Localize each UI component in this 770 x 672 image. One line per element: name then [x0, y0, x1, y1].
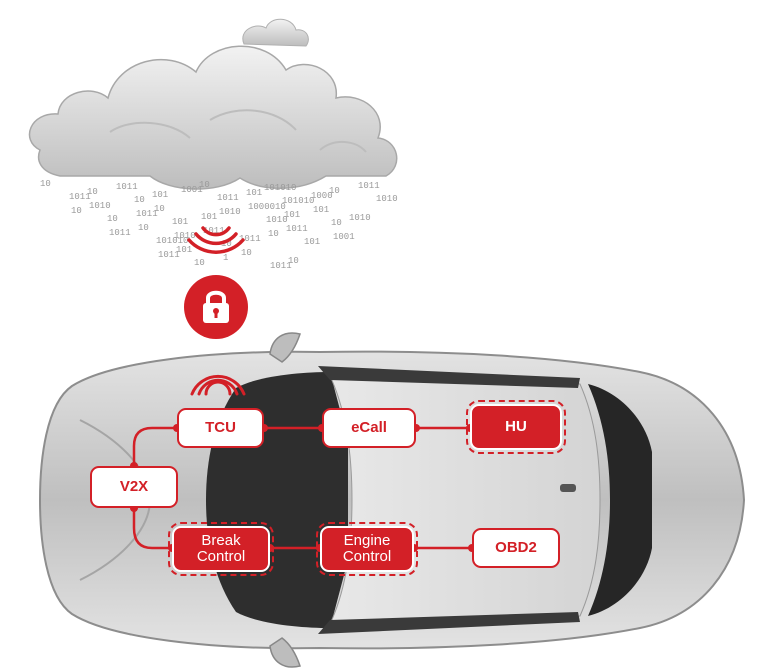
connection-lines	[132, 426, 472, 550]
tcu-signal-icon	[190, 374, 246, 396]
binary-digit-text: 101010	[156, 236, 188, 246]
binary-digit-text: 1010	[219, 207, 241, 217]
v2x-node: V2X	[90, 466, 178, 508]
wifi-signal-icon	[187, 226, 245, 254]
binary-digit-text: 10	[154, 204, 165, 214]
binary-digit-text: 10	[107, 214, 118, 224]
tcu-node: TCU	[177, 408, 264, 448]
binary-digit-text: 101	[152, 190, 168, 200]
binary-digit-text: 1000010	[248, 202, 286, 212]
binary-digit-text: 1011	[270, 261, 292, 271]
lock-badge	[184, 275, 248, 339]
binary-digit-text: 1011	[203, 226, 225, 236]
binary-digit-text: 1001	[181, 185, 203, 195]
break-control-node: Break Control	[168, 522, 274, 576]
binary-digit-text: 10	[241, 248, 252, 258]
binary-digit-text: 1011	[158, 250, 180, 260]
lock-icon	[203, 290, 229, 323]
binary-digit-text: 10	[268, 229, 279, 239]
binary-digit-text: 10	[71, 206, 82, 216]
binary-digit-text: 101	[304, 237, 320, 247]
binary-digit-text: 1011	[136, 209, 158, 219]
binary-digit-text: 101	[313, 205, 329, 215]
binary-digit-text: 10	[134, 195, 145, 205]
binary-digit-text: 1011	[286, 224, 308, 234]
binary-digit-text: 101	[201, 212, 217, 222]
binary-digit-text: 10	[221, 239, 232, 249]
binary-digit-text: 1	[223, 253, 228, 263]
binary-digit-text: 10	[138, 223, 149, 233]
binary-digit-text: 1010	[349, 213, 371, 223]
ecall-node: eCall	[322, 408, 416, 448]
binary-digit-text: 10	[288, 256, 299, 266]
small-cloud-icon	[242, 18, 309, 47]
hu-node: HU	[466, 400, 566, 454]
obd2-node: OBD2	[472, 528, 560, 568]
binary-digit-text: 1010	[266, 215, 288, 225]
binary-digit-text: 10	[199, 180, 210, 190]
binary-digit-text: 1011	[116, 182, 138, 192]
binary-digit-text: 10	[331, 218, 342, 228]
binary-digit-text: 101	[284, 210, 300, 220]
binary-digit-text: 1011	[217, 193, 239, 203]
binary-digit-text: 1011	[239, 234, 261, 244]
binary-digit-text: 1001	[333, 232, 355, 242]
binary-digit-text: 1011	[358, 181, 380, 191]
binary-digit-text: 10	[329, 186, 340, 196]
binary-digit-text: 101010	[264, 183, 296, 193]
binary-digit-text: 10	[40, 179, 51, 189]
binary-digit-text: 101	[172, 217, 188, 227]
binary-digit-text: 10	[87, 187, 98, 197]
binary-digit-text: 101	[176, 245, 192, 255]
binary-digit-text: 1010	[376, 194, 398, 204]
binary-digit-text: 101010	[282, 196, 314, 206]
binary-digit-text: 101	[246, 188, 262, 198]
binary-digit-text: 1011	[69, 192, 91, 202]
binary-digit-text: 1010	[174, 231, 196, 241]
cloud-icon	[28, 45, 398, 190]
binary-digit-text: 1011	[109, 228, 131, 238]
binary-digit-text: 10	[194, 258, 205, 268]
engine-control-node: Engine Control	[316, 522, 418, 576]
binary-digit-text: 1010	[89, 201, 111, 211]
binary-digit-text: 1000	[311, 191, 333, 201]
